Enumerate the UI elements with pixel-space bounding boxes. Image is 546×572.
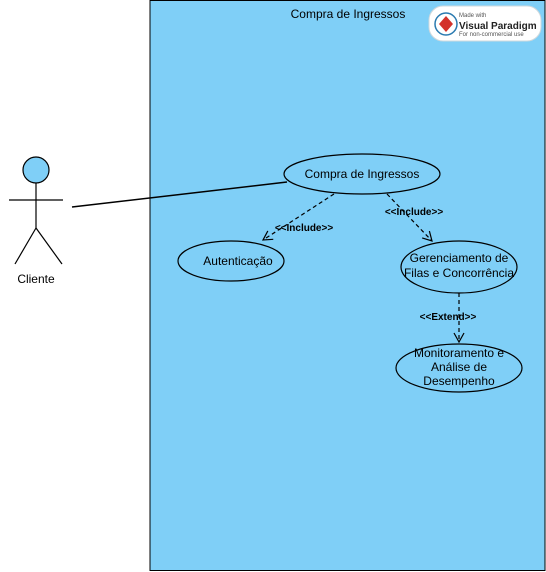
actor-name: Cliente (17, 272, 55, 286)
use-case-gerenciamento-shape (400, 240, 518, 294)
visual-paradigm-badge: Made with Visual Paradigm For non-commer… (428, 5, 542, 42)
use-case-compra-shape (283, 153, 441, 195)
use-case-monitoramento-line-2: Análise de (431, 360, 487, 374)
actor-left-leg (14, 227, 37, 265)
actor-cliente: Cliente (9, 156, 63, 286)
badge-background (428, 5, 542, 42)
use-case-gerenciamento-line-2: Filas e Concorrência (404, 266, 514, 280)
logo-diamond-icon (439, 16, 453, 32)
include-label-gerenciamento: <<Include>> (385, 207, 444, 218)
badge-made-with: Made with (459, 13, 486, 19)
use-case-compra-de-ingressos[interactable]: Compra de Ingressos (283, 153, 441, 195)
actor-right-leg (35, 227, 63, 265)
include-arrow-gerenciamento (386, 193, 433, 242)
association-line (71, 181, 288, 208)
include-label-autenticacao: <<Include>> (275, 223, 334, 234)
use-case-monitoramento-shape (395, 343, 523, 393)
use-case-autenticacao-label: Autenticação (203, 254, 273, 268)
actor-head (22, 156, 50, 184)
use-case-monitoramento[interactable]: Monitoramento e Análise de Desempenho (395, 343, 523, 393)
use-case-monitoramento-line-3: Desempenho (423, 374, 495, 388)
extend-label-monitoramento: <<Extend>> (420, 312, 477, 323)
badge-brand: Visual Paradigm (459, 21, 537, 32)
use-case-compra-label: Compra de Ingressos (305, 167, 420, 181)
use-case-autenticacao[interactable]: Autenticação (177, 240, 285, 282)
use-case-gerenciamento-line-1: Gerenciamento de (410, 251, 509, 265)
badge-note: For non-commercial use (459, 32, 524, 38)
include-arrow-autenticacao (261, 193, 335, 241)
system-title: Compra de Ingressos (291, 7, 406, 21)
use-case-monitoramento-line-1: Monitoramento e (414, 346, 504, 360)
use-case-gerenciamento[interactable]: Gerenciamento de Filas e Concorrência (400, 240, 518, 294)
use-case-autenticacao-shape (177, 240, 285, 282)
